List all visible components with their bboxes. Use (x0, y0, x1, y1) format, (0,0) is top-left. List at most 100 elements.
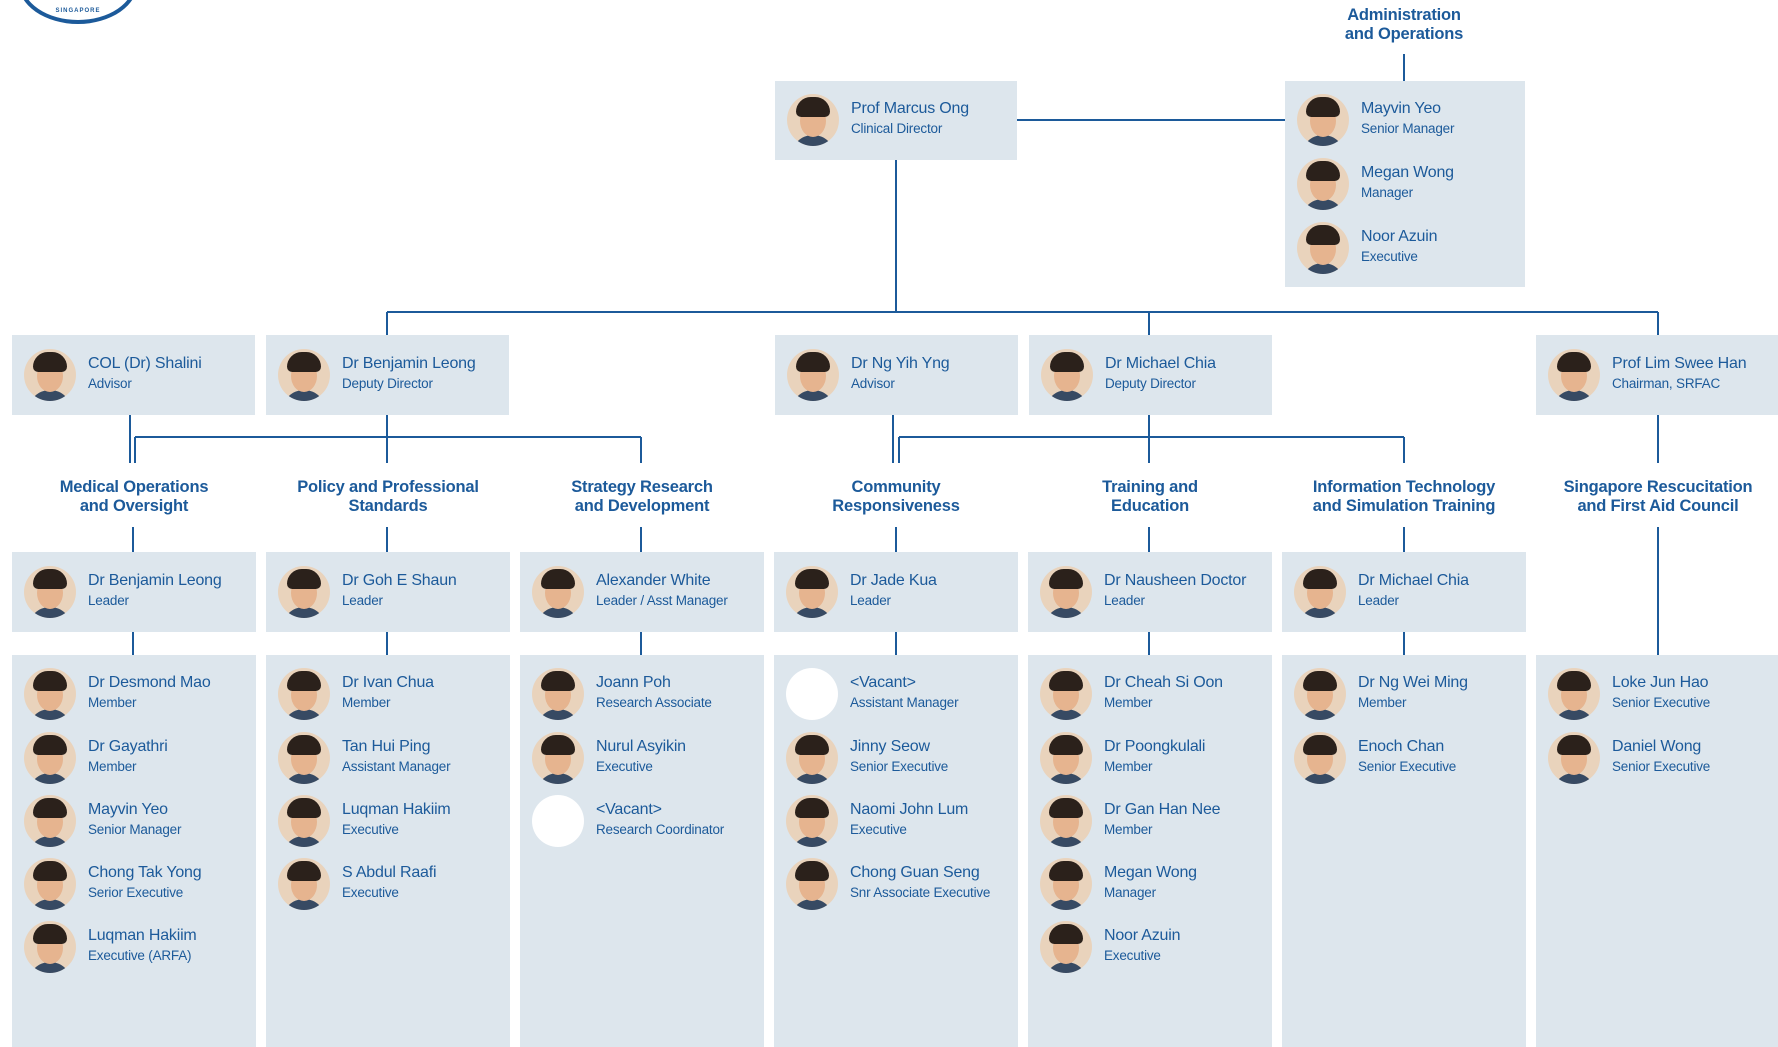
avatar-hair (287, 569, 321, 589)
person-role: Snr Associate Executive (850, 885, 991, 900)
avatar-body (1298, 773, 1342, 784)
department-title-line1: Information Technology (1312, 478, 1496, 496)
avatar-body (1044, 899, 1088, 910)
person-name: Jinny Seow (850, 738, 930, 755)
avatar-hair (1303, 671, 1337, 691)
avatar-hair (796, 97, 830, 117)
person-role: Executive (1104, 948, 1161, 963)
avatar-hair (1303, 735, 1337, 755)
avatar-body (1301, 263, 1345, 274)
person-role: Member (1104, 759, 1153, 774)
person-card[interactable]: <Vacant>Research Coordinator (532, 795, 760, 847)
avatar-hair (541, 671, 575, 691)
person-name: Dr Michael Chia (1105, 355, 1216, 372)
person-role: Senior Manager (1361, 121, 1455, 136)
vacant-avatar (786, 668, 838, 720)
person-name: <Vacant> (850, 674, 916, 691)
person-card[interactable]: <Vacant>Assistant Manager (786, 668, 1014, 720)
vacant-avatar (532, 795, 584, 847)
avatar (1297, 158, 1349, 210)
avatar-hair (1050, 352, 1084, 372)
avatar-hair (33, 735, 67, 755)
department-title-line1: Policy and Professional (297, 478, 479, 496)
person-role: Executive (1361, 249, 1418, 264)
avatar (1294, 668, 1346, 720)
person-name: COL (Dr) Shalini (88, 355, 202, 372)
avatar (786, 795, 838, 847)
avatar (787, 349, 839, 401)
avatar (1297, 222, 1349, 274)
person-role: Member (1358, 695, 1407, 710)
avatar-hair (33, 924, 67, 944)
person-name: <Vacant> (596, 801, 662, 818)
person-role: Member (88, 695, 137, 710)
avatar (24, 921, 76, 973)
department-title-line1: Training and (1102, 478, 1198, 496)
avatar (24, 795, 76, 847)
person-name: Dr Desmond Mao (88, 674, 211, 691)
avatar-hair (287, 735, 321, 755)
department-title-line1: Community (851, 478, 941, 496)
avatar-hair (287, 798, 321, 818)
avatar-body (1044, 836, 1088, 847)
avatar-hair (33, 671, 67, 691)
avatar (278, 795, 330, 847)
person-name: Noor Azuin (1104, 927, 1181, 944)
avatar (532, 732, 584, 784)
avatar (1040, 858, 1092, 910)
person-name: Joann Poh (596, 674, 671, 691)
avatar-body (790, 773, 834, 784)
avatar-hair (795, 798, 829, 818)
avatar-body (282, 709, 326, 720)
avatar-body (282, 773, 326, 784)
person-role: Leader (850, 593, 891, 608)
avatar (24, 349, 76, 401)
